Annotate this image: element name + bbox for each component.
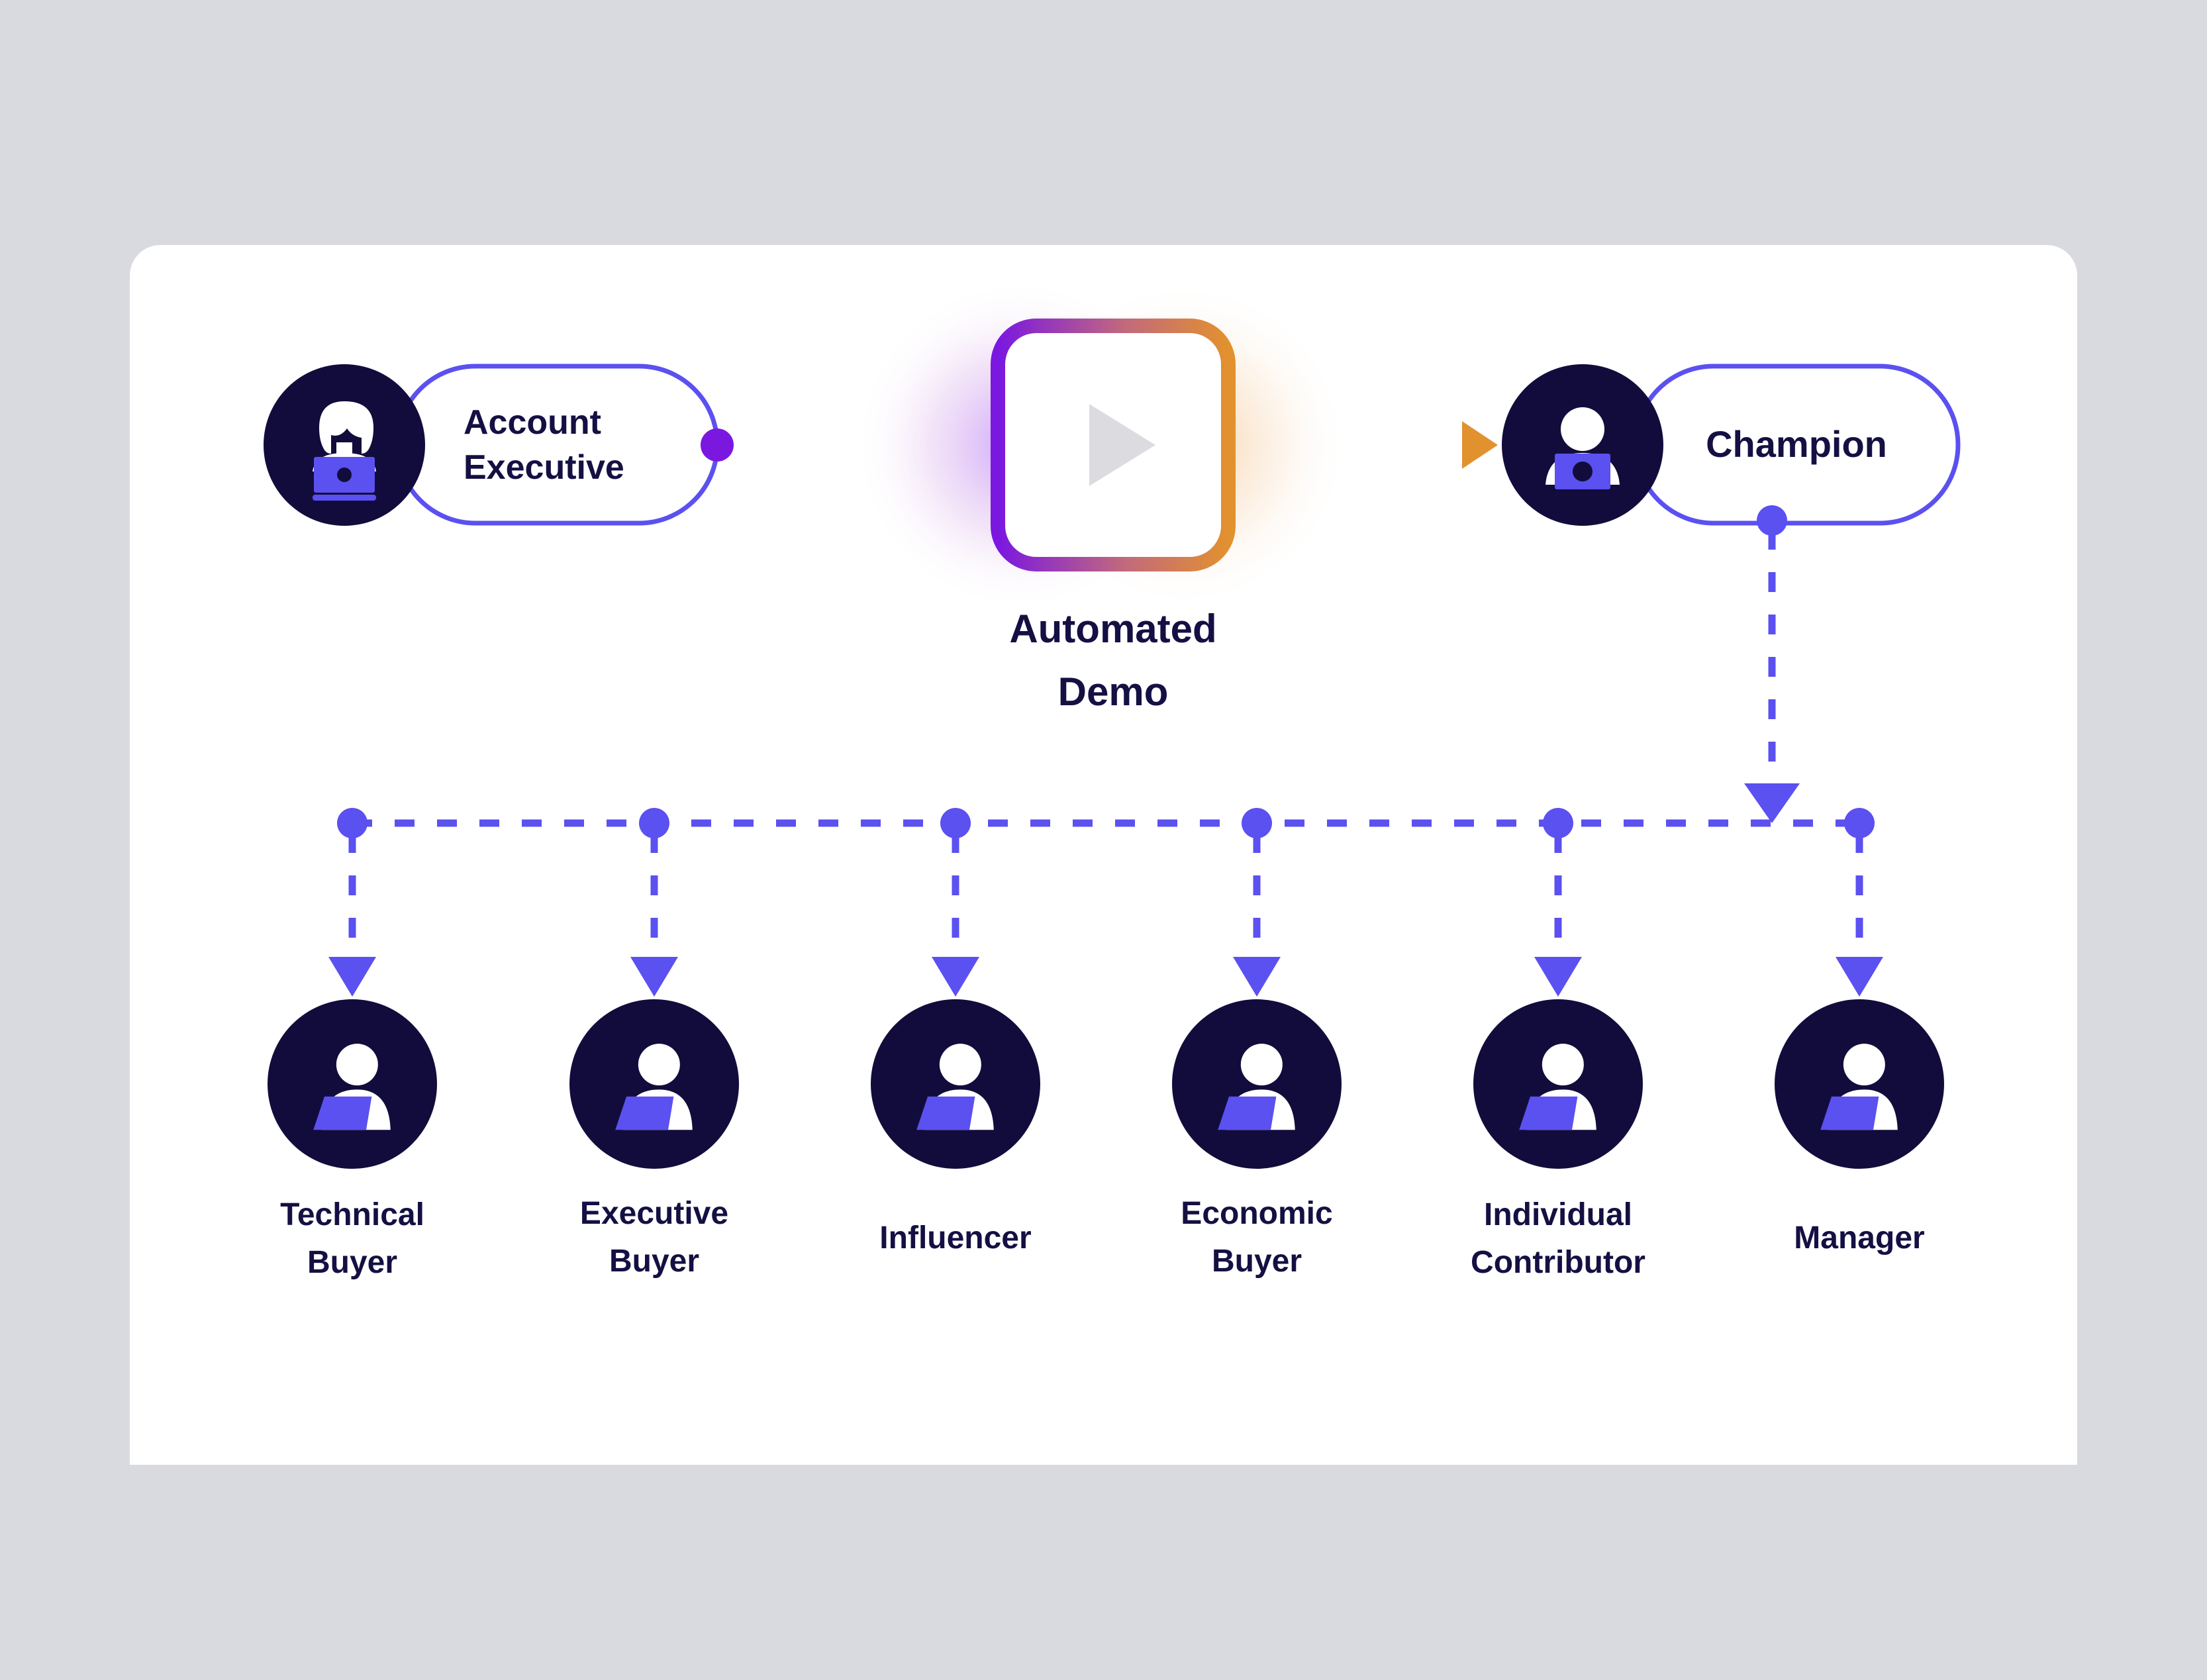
play-triangle-icon[interactable] xyxy=(1089,404,1155,486)
bus-node-dot xyxy=(337,808,368,838)
champion-label: Champion xyxy=(1706,423,1887,465)
audience-drop-lines xyxy=(328,833,1883,997)
bus-node-dot xyxy=(1242,808,1272,838)
arrowhead-champion-to-bus xyxy=(1744,783,1800,823)
automated-demo-caption-line-1: Automated xyxy=(1009,607,1216,651)
audience-node-technical-buyer[interactable]: Technical Buyer xyxy=(268,999,437,1280)
audience-label-line-1: Executive xyxy=(580,1196,728,1231)
audience-label-line-1: Economic xyxy=(1181,1196,1332,1231)
audience-node-manager[interactable]: Manager xyxy=(1775,999,1944,1256)
audience-label-line-1: Influencer xyxy=(879,1220,1031,1256)
audience-label-line-2: Buyer xyxy=(609,1244,699,1279)
champion-connector-dot xyxy=(1757,505,1787,536)
bus-node-dot xyxy=(639,808,669,838)
audience-node-executive-buyer[interactable]: Executive Buyer xyxy=(569,999,739,1279)
arrowhead-to-champion xyxy=(1462,421,1498,469)
audience-label-line-1: Technical xyxy=(280,1197,424,1232)
bus-node-dot xyxy=(940,808,971,838)
automated-demo-caption-line-2: Demo xyxy=(1058,669,1169,714)
bus-node-dot xyxy=(1844,808,1875,838)
audience-node-economic-buyer[interactable]: Economic Buyer xyxy=(1172,999,1342,1279)
account-executive-pill[interactable] xyxy=(395,364,720,526)
audience-node-individual-contributor[interactable]: Individual Contributor xyxy=(1471,999,1645,1280)
account-executive-label-line-2: Executive xyxy=(464,448,624,487)
account-executive-label-line-1: Account xyxy=(464,403,601,442)
bus-node-dot xyxy=(1543,808,1573,838)
audience-node-influencer[interactable]: Influencer xyxy=(871,999,1040,1256)
audience-label-line-2: Buyer xyxy=(307,1245,397,1280)
account-executive-connector-dot xyxy=(701,428,734,462)
audience-label-line-2: Contributor xyxy=(1471,1245,1645,1280)
audience-label-line-1: Individual xyxy=(1484,1197,1632,1232)
audience-label-line-2: Buyer xyxy=(1212,1244,1302,1279)
audience-label-line-1: Manager xyxy=(1794,1220,1924,1256)
